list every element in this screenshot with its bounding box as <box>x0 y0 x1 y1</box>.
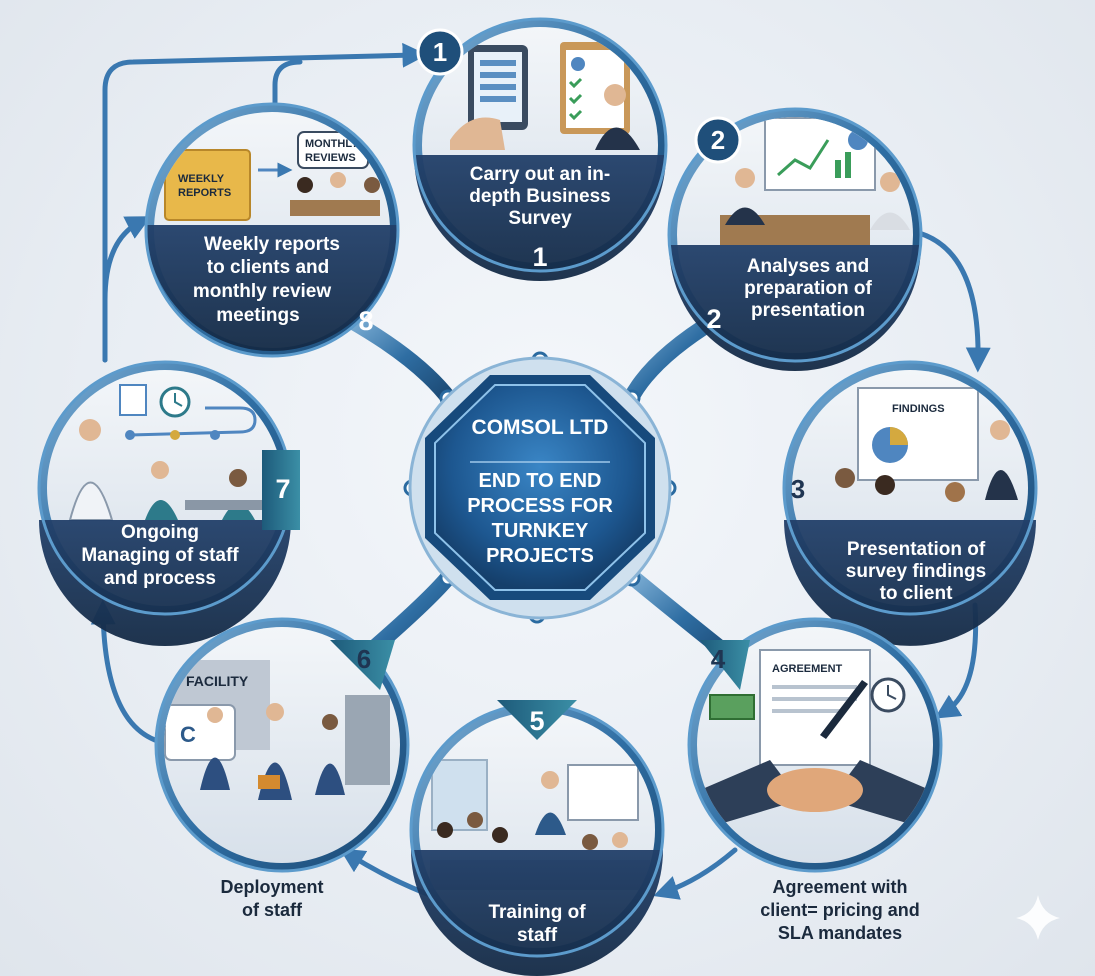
svg-text:AGREEMENT: AGREEMENT <box>772 663 843 675</box>
svg-text:MONTHLY: MONTHLY <box>305 138 359 150</box>
pen-icon <box>820 680 868 739</box>
money-icon <box>709 694 755 720</box>
step-5-circle: 5 Training of staff <box>409 700 665 976</box>
sparkle-icon <box>1016 895 1060 940</box>
step-7-number: 7 <box>275 474 290 504</box>
svg-text:1: 1 <box>433 37 447 67</box>
step-1-label-line-3: Survey <box>508 208 572 229</box>
step-1-label-line-2: depth Business <box>469 186 610 207</box>
step-4-circle: AGREEMENT 4 <box>687 617 943 873</box>
step-1-circle: Carry out an in- depth Business Survey 1 <box>412 17 668 281</box>
center-hub: COMSOL LTD END TO END PROCESS FOR TURNKE… <box>408 356 672 620</box>
step-6-label-line-2: of staff <box>242 900 303 920</box>
step-8-label-line-1: Weekly reports <box>204 234 340 255</box>
step-2-label-line-2: preparation of <box>744 278 872 299</box>
step-6-label-line-1: Deployment <box>220 877 323 897</box>
step-4-caption: Agreement with client= pricing and SLA m… <box>760 877 920 943</box>
center-subtitle-line-4: PROJECTS <box>486 545 594 567</box>
center-title: COMSOL LTD <box>472 416 609 439</box>
step-7-label-line-3: and process <box>104 568 216 589</box>
step-7-label-line-2: Managing of staff <box>81 545 239 566</box>
svg-text:FINDINGS: FINDINGS <box>892 403 945 415</box>
step-1-number: 1 <box>532 242 547 272</box>
step-2-badge: 2 <box>694 116 742 164</box>
center-subtitle-line-1: END TO END <box>479 470 602 492</box>
svg-text:WEEKLY: WEEKLY <box>178 173 225 185</box>
svg-text:FACILITY: FACILITY <box>186 673 249 689</box>
step-5-number: 5 <box>529 706 544 736</box>
step-6-caption: Deployment of staff <box>220 877 323 920</box>
step-3-label-line-1: Presentation of <box>847 539 986 560</box>
step-8-number: 8 <box>358 306 373 336</box>
step-3-label-line-2: survey findings <box>846 561 986 582</box>
step-2-number: 2 <box>706 304 721 334</box>
center-subtitle-line-2: PROCESS FOR <box>467 495 613 517</box>
step-6-number: 6 <box>357 644 371 674</box>
step-8-label-line-3: monthly review <box>193 281 332 302</box>
step-5-label-line-2: staff <box>517 925 558 946</box>
step-4-label-line-2: client= pricing and <box>760 900 920 920</box>
agreement-document <box>759 649 871 766</box>
van-logo: C <box>180 722 196 747</box>
arrow-icon <box>129 406 257 437</box>
step-1-label-line-1: Carry out an in- <box>470 164 610 185</box>
step-3-label-line-3: to client <box>880 583 954 604</box>
step-3-number: 3 <box>791 474 805 504</box>
step-2-label-line-1: Analyses and <box>747 256 870 277</box>
folder-icon <box>164 149 251 221</box>
whiteboard <box>567 764 639 821</box>
step-5-label-line-1: Training of <box>488 902 586 923</box>
svg-text:REPORTS: REPORTS <box>178 187 231 199</box>
step-1-badge: 1 <box>416 28 464 76</box>
step-4-label-line-1: Agreement with <box>772 877 907 897</box>
step-7-circle: Ongoing Managing of staff and process 7 <box>37 360 300 646</box>
step-3-circle: FINDINGS Presentation of survey findings… <box>782 360 1038 646</box>
step-8-circle: WEEKLY REPORTS MONTHLY REVIEWS Weekly re… <box>144 102 400 358</box>
svg-text:2: 2 <box>711 125 725 155</box>
center-subtitle-line-3: TURNKEY <box>492 520 589 542</box>
step-4-number: 4 <box>711 644 726 674</box>
step-6-circle: FACILITY C 6 <box>154 617 410 873</box>
svg-text:REVIEWS: REVIEWS <box>305 152 356 164</box>
step-8-label-line-2: to clients and <box>207 257 329 278</box>
step-8-label-line-4: meetings <box>216 305 299 326</box>
step-7-label-line-1: Ongoing <box>121 522 199 543</box>
step-4-label-line-3: SLA mandates <box>778 923 902 943</box>
step-2-label-line-3: presentation <box>751 300 865 321</box>
